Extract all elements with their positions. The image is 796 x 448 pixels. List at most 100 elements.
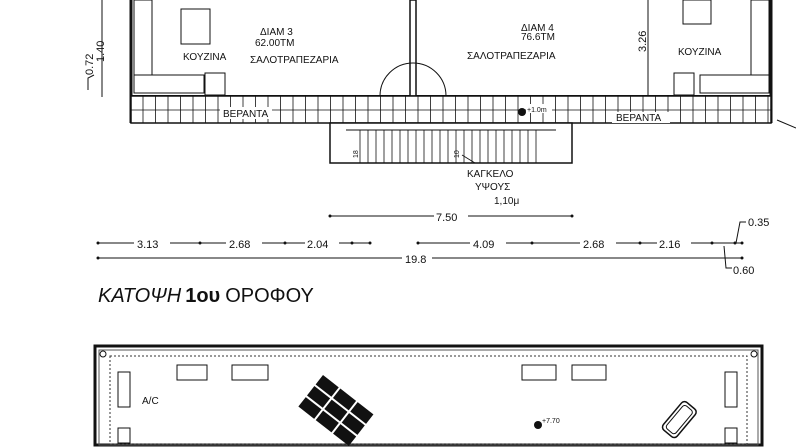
stair-width-dim: 7.50 [436,212,457,224]
veranda-label-bg-right [612,112,670,123]
dim-tick [733,241,737,245]
roof-plan: A/C +7.70 [93,344,764,447]
water-tank [724,427,738,444]
solar-panel-array [298,375,374,446]
left-dim-leader [87,74,95,90]
dim-bg [402,251,432,265]
total-dim: 19.8 [405,254,426,266]
railing-note-1: ΚΑΓΚΕΛΟ [467,169,514,180]
solar-panel [341,413,365,435]
kitchen-counter-right-bottom [699,74,770,94]
dim-bg [434,208,468,222]
left-dim-1: 0.72 [84,54,96,75]
solar-panel [350,402,374,424]
room-height-dim: 3.26 [637,31,649,52]
dim-tick [740,241,744,245]
railing-leader [461,154,476,164]
dim-4-09: 4.09 [473,239,494,251]
kitchen-left-label: ΚΟΥΖΙΝΑ [183,52,227,63]
title-bold: 1ου [185,285,220,307]
ac-unit [521,364,557,381]
dim-2-68-left: 2.68 [229,239,250,251]
water-tank [117,427,131,444]
ac-unit [571,364,607,381]
dim-tick [283,241,287,245]
ac-unit [231,364,269,381]
roof-parapet [98,349,759,446]
dim-2-04: 2.04 [307,239,328,251]
dim-3-13: 3.13 [137,239,158,251]
dim-tick [638,241,642,245]
railing-note-2: ΥΨΟΥΣ [475,182,510,193]
water-tank [117,371,131,408]
stair-treads [359,130,537,163]
dim-bg [580,236,616,250]
dim-tick [198,241,202,245]
solar-panel [315,375,339,397]
dim-tick [570,214,574,218]
dim-tick [96,241,100,245]
dim-2-68-right: 2.68 [583,239,604,251]
dim-tick [368,241,372,245]
dim-0-35: 0.35 [748,217,769,229]
solar-panel [298,397,322,419]
kitchen-counter-left-bottom [133,74,205,94]
roof-level-marker-icon [534,421,542,429]
dim-tick [96,256,100,260]
kitchen-counter-left [133,0,153,76]
satellite-dish [661,400,697,439]
apt3-area: 62.00ΤΜ [255,38,294,49]
door-swing [379,62,447,97]
dim-tick [530,241,534,245]
level-bg [526,104,552,113]
first-floor-plan: ΚΟΥΖΙΝΑ ΔΙΑΜ 3 62.00ΤΜ ΣΑΛΟΤΡΑΠΕΖΑΡΙΑ ΔΙ… [84,0,796,307]
dim-0-60: 0.60 [733,265,754,277]
roof-level-mark: +7.70 [542,418,560,425]
roof-outline [93,344,764,447]
dim-bg [305,236,339,250]
veranda-label-bg-left [220,107,272,119]
solar-panel [333,424,357,446]
level-mark: +1.0m [527,107,547,114]
roof-gutter [109,355,748,445]
dim-leader-bottom [723,245,732,269]
dim-ticks [96,214,744,260]
apt4-name: ΔΙΑΜ 4 [521,23,554,34]
water-tank [724,371,738,408]
dim-bg [657,236,691,250]
apt4-living-label: ΣΑΛΟΤΡΑΠΕΖΑΡΙΑ [467,51,556,62]
kitchen-counter-right [750,0,770,76]
solar-panel [306,386,331,408]
left-dim-2: 1.40 [95,41,107,62]
railing-note-3: 1,10μ [494,196,519,207]
title-italic: ΚΑΤΟΨΗ [98,285,182,307]
veranda-right-label: ΒΕΡΑΝΤΑ [616,113,662,124]
apt4-area: 76.6ΤΜ [521,32,555,43]
party-wall [409,0,417,97]
dim-tick [710,241,714,245]
ac-unit [176,364,208,381]
kitchen-table-left [180,8,211,45]
fridge-left [204,72,226,96]
dim-tick [740,256,744,260]
stair-label-2: 10 [454,150,461,158]
ac-label: A/C [142,396,159,407]
drain-icon [99,350,107,358]
title-rest: ΟΡΟΦΟΥ [225,285,314,307]
apt3-living-label: ΣΑΛΟΤΡΑΠΕΖΑΡΙΑ [250,55,339,66]
level-marker-icon [518,108,526,116]
fridge-right [673,72,695,96]
kitchen-table-right [682,0,712,25]
solar-panel [324,399,348,422]
stair-label-1: 18 [353,150,360,158]
drain-icon [750,350,758,358]
dim-leader-top [735,221,746,244]
solar-panel [315,410,339,433]
dim-bg [470,236,506,250]
kitchen-right-label: ΚΟΥΖΙΝΑ [678,47,722,58]
solar-panel [332,388,357,411]
right-leader [776,119,796,129]
dim-tick [416,241,420,245]
